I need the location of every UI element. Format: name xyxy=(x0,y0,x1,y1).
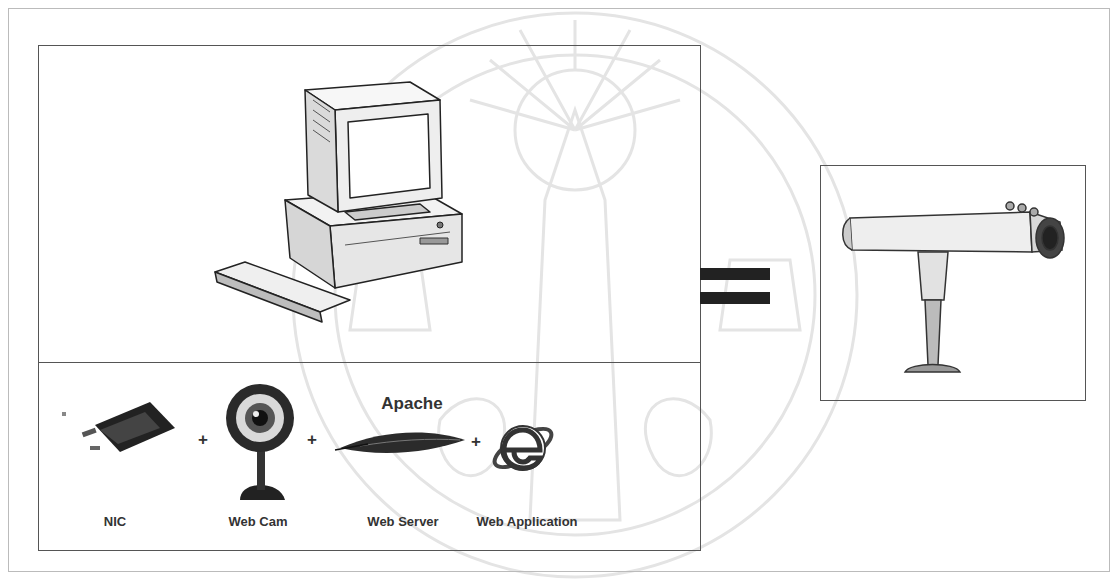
apache-feather-icon xyxy=(335,432,465,453)
nic-icon xyxy=(62,402,175,452)
software-name: Apache xyxy=(381,395,442,414)
outer-frame xyxy=(9,9,1110,572)
plus-sign: + xyxy=(471,433,481,452)
component-label: NIC xyxy=(104,515,126,529)
watermark-seal xyxy=(293,13,857,577)
browser-icon xyxy=(489,422,556,475)
left-panel xyxy=(39,46,701,551)
component-label: Web Server xyxy=(367,515,438,529)
right-panel xyxy=(821,166,1086,401)
plus-sign: + xyxy=(307,431,317,450)
plus-sign: + xyxy=(198,431,208,450)
panel-divider xyxy=(38,362,700,363)
component-label: Web Cam xyxy=(229,515,288,529)
component-label: Web Application xyxy=(476,515,577,529)
webcam-icon xyxy=(226,384,294,500)
equals-sign xyxy=(700,268,770,304)
ip-camera-illustration xyxy=(843,202,1064,372)
computer-illustration xyxy=(215,82,462,322)
